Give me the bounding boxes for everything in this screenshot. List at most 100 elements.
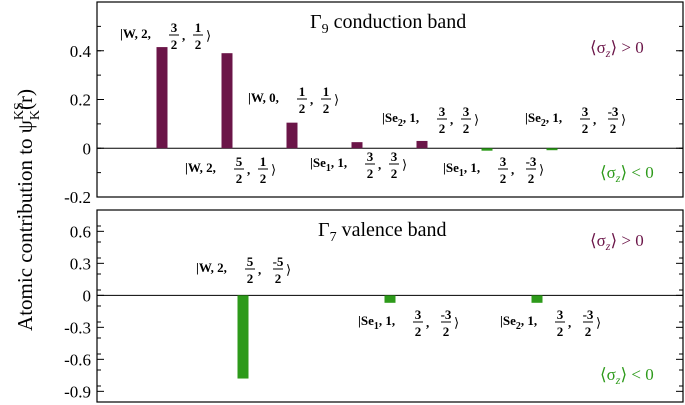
sign-negative-annotation-open: ⟨σ (600, 365, 616, 384)
ket-l: 2 (206, 160, 213, 175)
ket-close: ⟩ (474, 112, 479, 127)
frac-m-den: 2 (260, 171, 267, 186)
ket-comma: , (546, 110, 553, 125)
sign-negative-annotation-close: ⟩ < 0 (620, 365, 653, 384)
data-label: |W, 2, 52,-52⟩ (196, 254, 291, 286)
frac-sep: , (511, 162, 514, 177)
y-tick-label: -0.9 (64, 382, 91, 401)
data-label: |Se1, 1, 32,-32⟩ (443, 154, 544, 186)
ket-sub: 1 (459, 168, 464, 179)
sign-negative-annotation: ⟨σz⟩ < 0 (600, 365, 654, 387)
frac-m-den: 2 (463, 121, 470, 136)
ket-open: |Se (500, 313, 516, 328)
panel-title-sub: 7 (330, 230, 337, 245)
frac-m-num: -3 (526, 154, 537, 169)
ket-sep: , (224, 260, 227, 275)
frac-m-num: 1 (260, 154, 267, 169)
frac-sep: , (568, 315, 571, 330)
sign-negative-annotation-open: ⟨σ (600, 163, 616, 182)
ket-open: |W, (196, 260, 217, 275)
ket-sep: , (477, 160, 480, 175)
y-tick-label: -0.3 (64, 318, 91, 337)
bar (546, 148, 558, 151)
ket-sep: , (344, 155, 347, 170)
ket-close: ⟩ (334, 92, 339, 107)
ket-l: 0 (269, 90, 276, 105)
frac-m-num: 3 (463, 104, 470, 119)
data-label: |Se2, 1, 32,-32⟩ (525, 104, 626, 136)
bar (286, 122, 298, 149)
panel-title-rest: valence band (337, 219, 447, 241)
frac-j-num: 5 (236, 154, 243, 169)
ket-open: |Se (358, 313, 374, 328)
frac-j-den: 2 (557, 324, 564, 339)
frac-sep: , (450, 112, 453, 127)
frac-m-num: -3 (583, 307, 594, 322)
y-tick-label: -0.2 (64, 188, 91, 207)
frac-m-den: 2 (391, 166, 398, 181)
panel-title-gamma: Γ (310, 11, 322, 33)
y-axis-label: Atomic contribution to ψKSK(r) (12, 89, 43, 331)
ket-comma: , (331, 155, 338, 170)
ket-l: 2 (217, 260, 224, 275)
ket-l: 1 (470, 160, 477, 175)
frac-sep: , (378, 157, 381, 172)
data-label: |Se2, 1, 3 2, 3 2 ⟩ (382, 104, 479, 136)
panel-title-rest: conduction band (329, 11, 467, 33)
data-label: |W, 0, 12,12⟩ (248, 84, 339, 116)
ket-l: 1 (552, 110, 559, 125)
bar (416, 140, 428, 149)
sign-positive-annotation-sub: z (605, 239, 611, 253)
frac-j-den: 2 (367, 166, 374, 181)
frac-j-num: 3 (439, 104, 446, 119)
frac-j-num: 3 (367, 149, 374, 164)
data-label: |Se1, 1, 32,32⟩ (310, 149, 407, 181)
ket-sub: 2 (541, 118, 546, 129)
ket-sub: 2 (516, 321, 521, 332)
y-tick-label: 0 (83, 286, 92, 305)
sign-positive-annotation-open: ⟨σ (590, 231, 606, 250)
sign-positive-annotation: ⟨σz⟩ > 0 (590, 231, 644, 253)
frac-m-den: 2 (323, 101, 330, 116)
top-panel: -0.200.20.4Γ9 conduction band⟨σz⟩ > 0⟨σz… (64, 11, 683, 207)
frac-m-num: -3 (441, 307, 452, 322)
panel-title: Γ7 valence band (318, 219, 447, 245)
frac-m-den: 2 (585, 324, 592, 339)
data-label-prefix: |Se2, 1, (382, 110, 419, 129)
ket-comma: , (379, 313, 386, 328)
ket-l: 2 (141, 26, 148, 41)
ket-sub: 1 (326, 163, 331, 174)
panel-title: Γ9 conduction band (310, 11, 466, 37)
y-tick-label: 0.4 (70, 42, 92, 61)
frac-sep: , (258, 262, 261, 277)
ket-open: |Se (382, 110, 398, 125)
ket-close: ⟩ (271, 162, 276, 177)
data-label: |Se1, 1, 32,-32⟩ (358, 307, 459, 339)
y-tick-label: 0.6 (70, 222, 91, 241)
frac-j-num: 3 (557, 307, 564, 322)
bar (221, 53, 233, 149)
frac-j-num: 1 (299, 84, 306, 99)
data-label-prefix: |Se1, 1, (310, 155, 347, 174)
frac-m-den: 2 (528, 171, 535, 186)
frac-j-num: 3 (582, 104, 589, 119)
ket-l: 1 (527, 313, 534, 328)
y-tick-label: 0 (83, 139, 92, 158)
frac-m-num: -3 (608, 104, 619, 119)
sign-positive-annotation-close: ⟩ > 0 (610, 231, 643, 250)
ket-close: ⟩ (402, 157, 407, 172)
ket-sep: , (276, 90, 279, 105)
frac-m-den: 2 (443, 324, 450, 339)
data-label-prefix: |W, 2, (196, 260, 227, 275)
ket-open: |W, (185, 160, 206, 175)
frac-j-den: 2 (582, 121, 589, 136)
ket-open: |Se (525, 110, 541, 125)
ket-sub: 2 (398, 118, 403, 129)
frac-sep: , (247, 162, 250, 177)
ket-close: ⟩ (539, 162, 544, 177)
ket-sep: , (213, 160, 216, 175)
frac-m-den: 2 (610, 121, 617, 136)
frac-j-den: 2 (415, 324, 422, 339)
ket-sep: , (392, 313, 395, 328)
